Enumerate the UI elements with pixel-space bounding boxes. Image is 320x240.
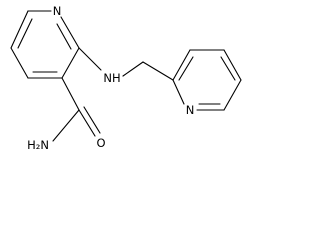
bond-n-r1 xyxy=(172,79,185,105)
right-pyridine-ring xyxy=(172,49,242,111)
bond-c2-c3 xyxy=(61,47,80,79)
amine-nh-label: NH xyxy=(103,71,120,85)
bond-carbonyl-n xyxy=(52,109,80,142)
bond-c5-c1-inner xyxy=(17,18,33,49)
bond-c5-c1 xyxy=(10,10,29,49)
aminomethyl-linker xyxy=(78,47,174,81)
ring-nitrogen-label: N xyxy=(53,4,62,18)
bond-carbonyl-o xyxy=(78,109,96,137)
bond-c2-nh xyxy=(78,47,102,71)
bond-nh-ch2 xyxy=(122,61,144,77)
bond-n-c2-inner xyxy=(56,23,72,50)
bond-ch2-ring xyxy=(142,61,174,81)
bond-r4-r5 xyxy=(223,79,242,111)
bond-r3-r4 xyxy=(223,49,242,81)
bond-c4-c5 xyxy=(10,47,29,79)
chemical-structure: N NH N O H₂N xyxy=(10,4,242,152)
bond-carbonyl-o-double xyxy=(83,106,101,134)
bond-r1-r2-inner xyxy=(178,56,194,81)
left-pyridine-ring xyxy=(10,10,80,79)
bond-n-c2 xyxy=(60,16,80,49)
carboxamide-group xyxy=(52,77,101,142)
pyridyl-nitrogen-label: N xyxy=(186,103,195,117)
amide-oxygen-label: O xyxy=(96,136,105,150)
bond-c3-carbonyl xyxy=(61,77,80,111)
bond-r1-r2 xyxy=(172,49,191,81)
amide-nh2-label: H₂N xyxy=(27,138,49,152)
bond-r3-r4-inner xyxy=(220,56,236,81)
